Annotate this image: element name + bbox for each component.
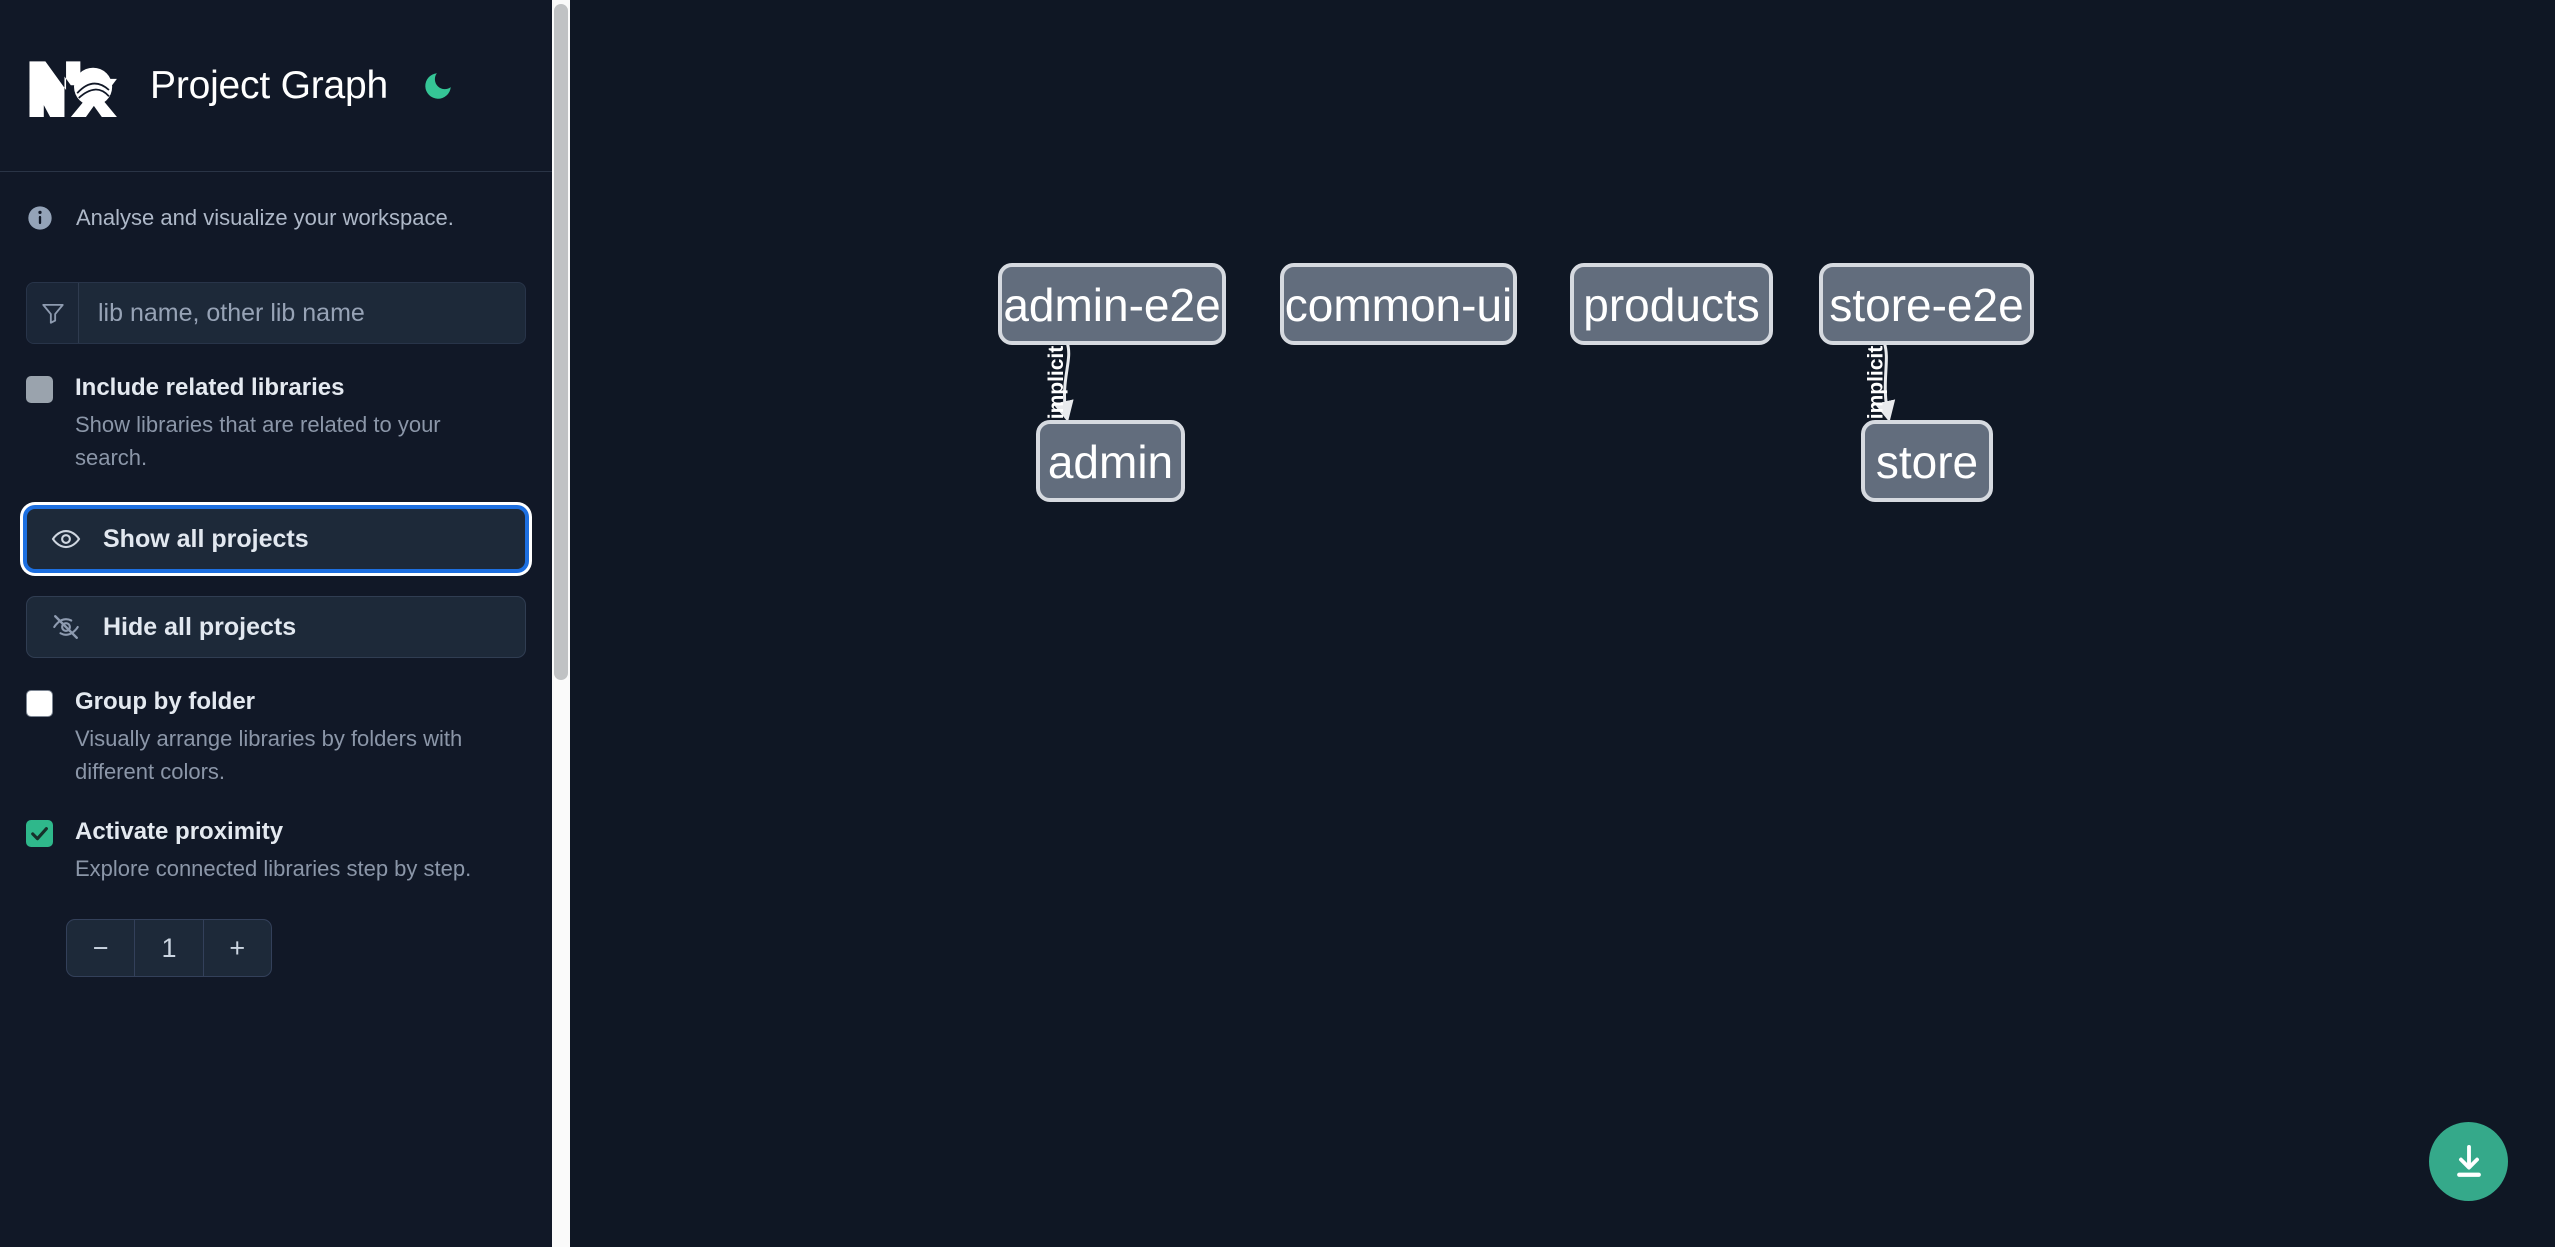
edge-label: implicit — [1864, 346, 1887, 420]
graph-node[interactable]: store — [1861, 420, 1993, 502]
filter-funnel-icon — [41, 303, 64, 324]
proximity-increment-button[interactable]: + — [229, 932, 246, 963]
eye-off-icon — [51, 612, 81, 642]
graph-node-label: admin-e2e — [1003, 279, 1220, 331]
proximity-stepper[interactable]: − 1 + — [66, 919, 272, 977]
graph-node-label: products — [1583, 279, 1759, 331]
show-all-projects-button[interactable]: Show all projects — [26, 508, 526, 570]
group-by-folder-checkbox[interactable] — [26, 690, 53, 717]
graph-node-label: store-e2e — [1829, 279, 2023, 331]
graph-node[interactable]: store-e2e — [1819, 263, 2034, 345]
graph-node-box[interactable] — [1819, 263, 2034, 345]
filter-funnel-icon-box — [27, 283, 79, 343]
include-related-libraries-description: Show libraries that are related to your … — [75, 412, 441, 470]
graph-node[interactable]: products — [1570, 263, 1773, 345]
graph-node-box[interactable] — [1036, 420, 1185, 502]
graph-edges: implicit implicit — [1045, 342, 1896, 423]
graph-node[interactable]: admin — [1036, 420, 1185, 502]
page-title: Project Graph — [150, 63, 389, 107]
show-all-projects-label: Show all projects — [103, 524, 309, 553]
checkmark-icon — [31, 827, 48, 841]
graph-node-box[interactable] — [998, 263, 1226, 345]
option-group-by-folder[interactable]: Group by folder Visually arrange librari… — [0, 684, 552, 788]
nx-logo — [29, 60, 117, 117]
graph-canvas[interactable]: implicit implicit admin-e2e common-ui produ… — [570, 0, 2555, 1247]
sidebar-scrollbar-thumb[interactable] — [554, 4, 568, 680]
graph-node-box[interactable] — [1861, 420, 1993, 502]
search-input[interactable] — [79, 283, 525, 343]
edge-label: implicit — [1045, 346, 1068, 420]
graph-node-box[interactable] — [1570, 263, 1773, 345]
sidebar: Project Graph Analyse and visualize your… — [0, 0, 552, 1247]
graph-node[interactable]: admin-e2e — [998, 263, 1226, 345]
sidebar-header: Project Graph — [0, 0, 552, 172]
visibility-button-group: Show all projects Hide all projects — [26, 508, 526, 658]
sidebar-tagline: Analyse and visualize your workspace. — [0, 172, 552, 264]
include-related-libraries-label: Include related libraries — [75, 374, 345, 401]
group-by-folder-description: Visually arrange libraries by folders wi… — [75, 726, 463, 784]
hide-all-projects-button[interactable]: Hide all projects — [26, 596, 526, 658]
graph-node[interactable]: common-ui — [1280, 263, 1517, 345]
graph-edge[interactable]: implicit — [1864, 342, 1896, 423]
graph-edge[interactable]: implicit — [1045, 342, 1074, 423]
search-field[interactable] — [26, 282, 526, 344]
option-include-related-libraries[interactable]: Include related libraries Show libraries… — [0, 370, 552, 474]
activate-proximity-checkbox[interactable] — [26, 820, 53, 847]
tagline-text: Analyse and visualize your workspace. — [76, 205, 454, 230]
download-icon — [2456, 1144, 2481, 1177]
graph-node-box[interactable] — [1280, 263, 1517, 345]
theme-toggle-moon-icon[interactable] — [418, 66, 458, 106]
download-graph-button[interactable] — [2429, 1122, 2508, 1201]
eye-icon — [51, 524, 81, 554]
proximity-decrement-button[interactable]: − — [92, 932, 109, 963]
graph-nodes: admin-e2e common-ui products store-e2e admin… — [998, 263, 2034, 502]
hide-all-projects-label: Hide all projects — [103, 612, 297, 641]
group-by-folder-label: Group by folder — [75, 688, 255, 715]
activate-proximity-description: Explore connected libraries step by step… — [75, 856, 472, 881]
info-icon — [28, 206, 52, 230]
project-graph-svg: implicit implicit admin-e2e common-ui produ… — [998, 263, 2034, 502]
option-activate-proximity[interactable]: Activate proximity Explore connected lib… — [0, 814, 552, 885]
include-related-libraries-checkbox[interactable] — [26, 376, 53, 403]
graph-node-label: common-ui — [1285, 279, 1513, 331]
graph-node-label: store — [1876, 436, 1978, 488]
proximity-value: 1 — [134, 920, 204, 976]
activate-proximity-label: Activate proximity — [75, 818, 284, 845]
graph-node-label: admin — [1048, 436, 1173, 488]
moon-icon — [425, 72, 451, 99]
